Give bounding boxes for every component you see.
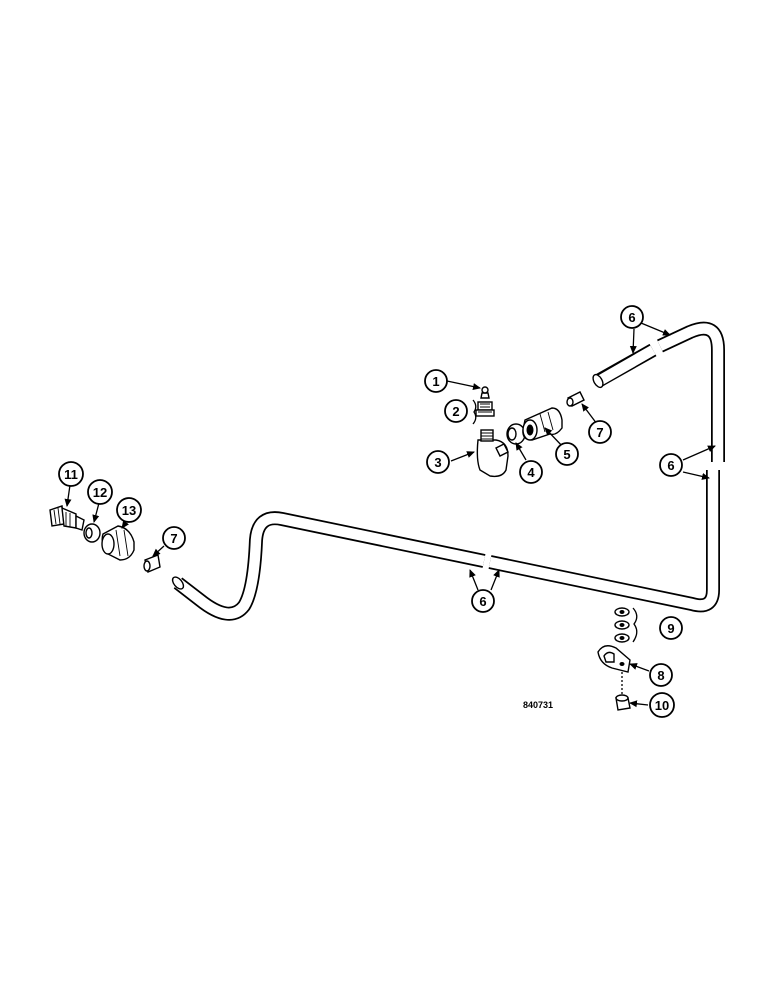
callout-4-label: 4 [527,465,535,480]
tube-line-assembly [171,321,725,621]
callout-5-label: 5 [563,447,570,462]
callout-6-bottom-label: 6 [479,594,486,609]
leader-lines [64,322,716,708]
callout-12: 12 [87,479,113,505]
tube-end-upper [592,373,604,389]
callout-8: 8 [649,663,673,687]
callout-13-label: 13 [122,503,136,518]
callout-5: 5 [555,442,579,466]
nut-5 [522,407,563,441]
callout-1: 1 [424,369,448,393]
callout-6-right-label: 6 [667,458,674,473]
callout-7-upper: 7 [588,420,612,444]
washers-9 [614,607,630,643]
callout-7-left: 7 [162,526,186,550]
nut-13 [101,525,135,561]
callout-7-upper-label: 7 [596,425,603,440]
tube-end-left [171,576,185,590]
upper-fitting-group [475,386,585,478]
elbow-fitting-3 [476,429,509,478]
callout-12-label: 12 [93,485,107,500]
insert-7-upper [566,391,585,407]
tube-segment-right-bend [657,321,725,462]
sleeve-4 [506,423,526,445]
callout-6-top-label: 6 [628,310,635,325]
callout-3-label: 3 [434,455,441,470]
callout-6-right: 6 [659,453,683,477]
callout-4: 4 [519,460,543,484]
drawing-code: 840731 [523,700,553,710]
callout-8-label: 8 [657,668,664,683]
callout-3: 3 [426,450,450,474]
callout-2-label: 2 [452,404,459,419]
connector-11 [49,505,85,531]
callout-6-top: 6 [620,305,644,329]
callout-1-label: 1 [432,374,439,389]
clamp-group [597,607,631,711]
callout-6-bottom: 6 [471,589,495,613]
callout-11: 11 [58,461,84,487]
callout-13: 13 [116,497,142,523]
grease-fitting-1 [480,392,490,399]
nut-10 [615,694,631,711]
insert-7-left [143,554,161,573]
left-fitting-group [49,505,161,573]
callout-10-label: 10 [655,698,669,713]
callout-9-label: 9 [667,621,674,636]
callout-9: 9 [659,616,683,640]
sleeve-12 [83,523,101,543]
adapter-2 [475,401,495,417]
callout-2: 2 [444,399,468,423]
callout-10: 10 [649,692,675,718]
clamp-8 [597,645,631,673]
callout-11-label: 11 [64,467,78,482]
callout-7-left-label: 7 [170,531,177,546]
